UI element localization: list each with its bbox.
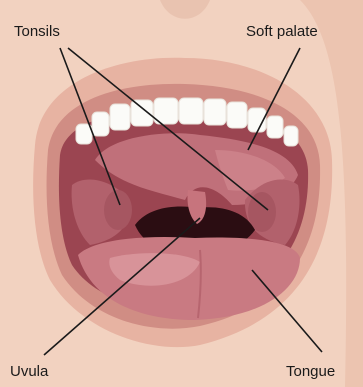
left-tonsil	[104, 190, 132, 230]
soft-palate-label: Soft palate	[246, 23, 318, 40]
tonsils-label: Tonsils	[14, 23, 60, 40]
uvula-label: Uvula	[10, 363, 49, 380]
tongue-label: Tongue	[286, 363, 335, 380]
